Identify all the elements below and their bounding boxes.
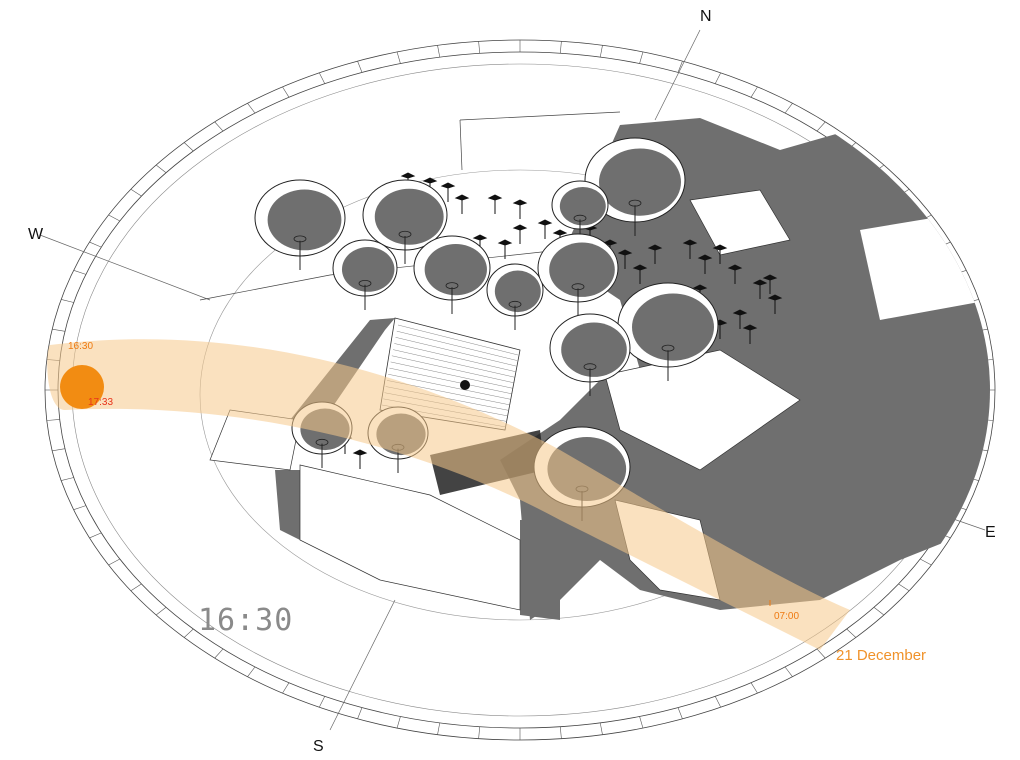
clock-time: 16:30 <box>198 603 294 638</box>
compass-label-west: W <box>28 226 44 243</box>
compass-label-south: S <box>313 738 324 755</box>
compass-label-east: E <box>985 524 996 541</box>
sun-current-time-label: 16:30 <box>68 341 94 352</box>
sunset-time-label: 17:33 <box>88 397 114 408</box>
sun-path-band <box>47 339 850 650</box>
sunrise-time-label: 07:00 <box>774 611 800 622</box>
sun-path-date: 21 December <box>836 647 927 664</box>
compass-label-north: N <box>700 8 712 25</box>
sun-icon <box>60 365 104 409</box>
